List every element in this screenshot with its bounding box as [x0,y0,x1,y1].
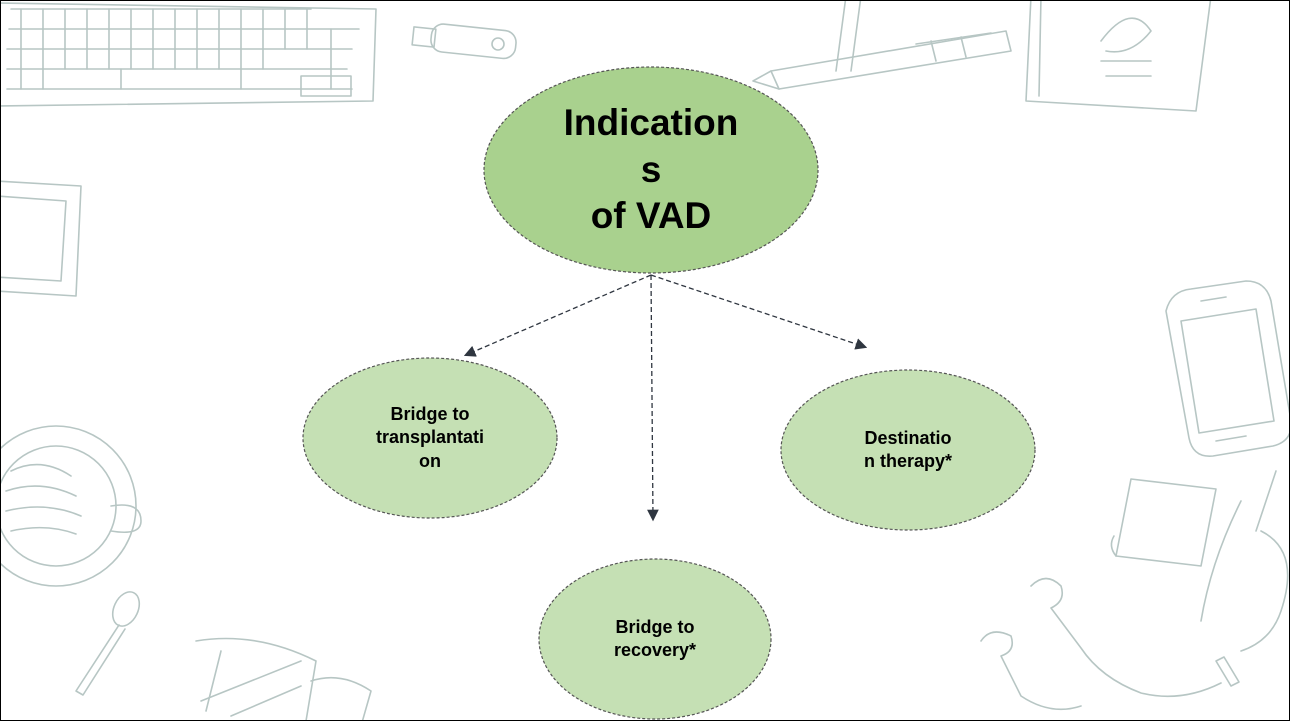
notebook-sketch [835,1,1212,112]
node-bridge-to-transplantation: Bridge to transplantati on [302,358,558,518]
root-ellipse [483,66,819,274]
usb-sketch [411,23,517,60]
arrow-to-transplantation [463,274,652,357]
frame-sketch [1,180,82,297]
arrow-to-recovery [647,274,659,522]
earphones-sketch [980,470,1289,711]
node-bridge-to-recovery: Bridge to recovery* [538,559,772,719]
recovery-ellipse [538,558,772,720]
phone-sketch [1165,280,1289,457]
destination-label: Destinatio n therapy* [863,427,953,471]
root-node: Indication s of VAD [483,67,819,273]
pen-sketch [752,30,1012,90]
root-label: Indication s of VAD [563,101,739,237]
coffee-cup-sketch [1,425,142,587]
destination-ellipse [780,369,1036,531]
keyboard-sketch [1,2,377,107]
recovery-label: Bridge to recovery* [613,616,697,660]
node-destination-therapy: Destinatio n therapy* [780,370,1036,530]
arrow-to-destination [650,274,868,350]
sticky-note-sketch [1110,478,1217,567]
transplantation-label: Bridge to transplantati on [375,403,485,471]
glasses-sketch [195,637,372,720]
transplantation-ellipse [302,357,558,519]
spoon-sketch [75,591,141,696]
